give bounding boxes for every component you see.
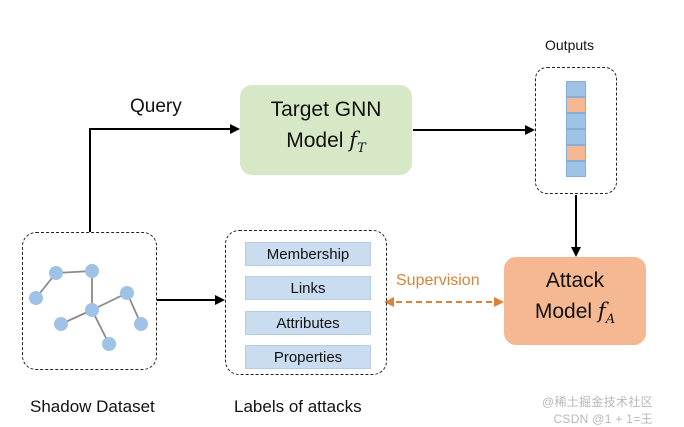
output-cell-orange [566, 145, 586, 161]
outputs-label: Outputs [545, 37, 595, 53]
query-label: Query [130, 96, 182, 117]
shadow-dataset-box [22, 232, 157, 370]
target-model-title: Target GNN [270, 98, 382, 122]
target-gnn-model-box: Target GNN Model fT [240, 85, 412, 175]
shadow-graph-nodes [29, 264, 148, 351]
query-arrow [89, 124, 240, 232]
output-cell-blue [566, 161, 586, 177]
watermark-line-1: @稀土掘金技术社区 [542, 395, 653, 409]
output-cell-orange [566, 97, 586, 113]
graph-node [134, 317, 148, 331]
graph-node [29, 291, 43, 305]
attack-model-box: Attack Model fA [504, 257, 646, 345]
labels-caption: Labels of attacks [234, 397, 362, 416]
target-model-symbol: fT [349, 128, 366, 157]
graph-node [85, 303, 99, 317]
outputs-box [535, 67, 617, 194]
label-attributes: Attributes [245, 311, 371, 335]
attack-model-title: Attack [545, 269, 605, 293]
graph-node [49, 266, 63, 280]
output-cell-blue [566, 113, 586, 129]
watermark-line-2: CSDN @1 + 1=王 [553, 412, 653, 426]
output-cell-blue [566, 81, 586, 97]
shadow-dataset-caption: Shadow Dataset [30, 397, 155, 416]
label-membership: Membership [245, 242, 371, 266]
attack-model-subtitle: Model fA [534, 299, 616, 328]
target-model-subtitle: Model fT [286, 128, 366, 157]
label-links: Links [245, 276, 371, 300]
output-cell-blue [566, 129, 586, 145]
labels-box [225, 230, 387, 375]
graph-node [54, 317, 68, 331]
attack-model-symbol: fA [597, 299, 616, 328]
graph-node [102, 337, 116, 351]
label-properties: Properties [245, 345, 371, 369]
supervision-label: Supervision [396, 272, 480, 289]
graph-node [120, 286, 134, 300]
graph-node [85, 264, 99, 278]
